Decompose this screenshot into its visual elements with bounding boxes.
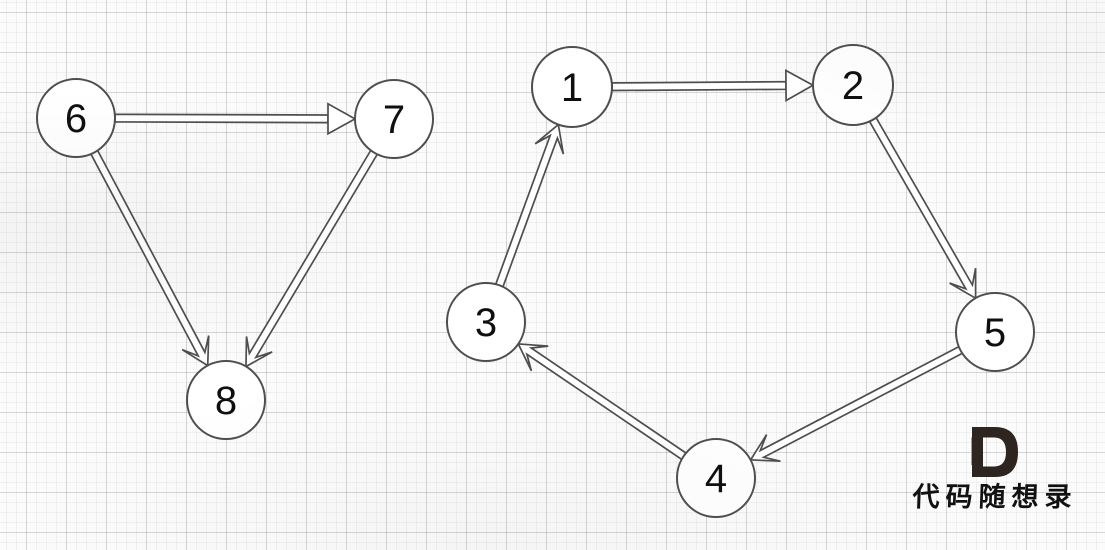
- node-circle: [676, 438, 756, 518]
- edge-2-5: [868, 116, 977, 300]
- brand-logo: 代码随想录: [905, 427, 1085, 512]
- arrow-shaft: [611, 80, 787, 92]
- node-6: 6: [36, 78, 116, 158]
- arrow-shaft: [114, 113, 329, 124]
- node-circle: [36, 78, 116, 158]
- node-circle: [446, 282, 526, 362]
- edge-7-8: [245, 149, 379, 368]
- edge-6-8: [89, 149, 210, 368]
- node-label: 5: [984, 311, 1006, 355]
- edge-5-4: [749, 345, 964, 463]
- node-label: 3: [475, 301, 497, 345]
- node-circle: [812, 44, 894, 126]
- triangle-arrowhead-icon: [785, 69, 815, 102]
- edge-3-1: [494, 123, 565, 288]
- node-label: 4: [705, 457, 727, 501]
- edge-4-3: [516, 342, 688, 461]
- node-5: 5: [955, 292, 1035, 372]
- logo-text: 代码随想录: [911, 482, 1079, 512]
- node-4: 4: [676, 438, 756, 518]
- d-logo-letter: [972, 427, 1018, 477]
- node-circle: [354, 79, 434, 159]
- node-circle: [531, 46, 613, 128]
- node-label: 7: [383, 98, 405, 142]
- edge-6-7: [114, 102, 357, 136]
- notched-arrow-icon: [868, 116, 977, 300]
- node-label: 1: [561, 66, 583, 110]
- notched-arrow-icon: [245, 149, 379, 368]
- node-circle: [186, 360, 266, 440]
- node-label: 2: [842, 64, 864, 108]
- node-7: 7: [354, 79, 434, 159]
- edge-1-2: [611, 69, 815, 102]
- node-3: 3: [446, 282, 526, 362]
- node-8: 8: [186, 360, 266, 440]
- notched-arrow-icon: [749, 345, 964, 463]
- notched-arrow-icon: [516, 342, 688, 461]
- node-label: 6: [65, 97, 87, 141]
- notched-arrow-icon: [494, 123, 565, 288]
- node-2: 2: [812, 44, 894, 126]
- triangle-arrowhead-icon: [327, 102, 357, 136]
- notched-arrow-icon: [89, 149, 210, 368]
- node-circle: [955, 292, 1035, 372]
- node-1: 1: [531, 46, 613, 128]
- node-label: 8: [215, 379, 237, 423]
- d-logo-icon: [971, 427, 1018, 477]
